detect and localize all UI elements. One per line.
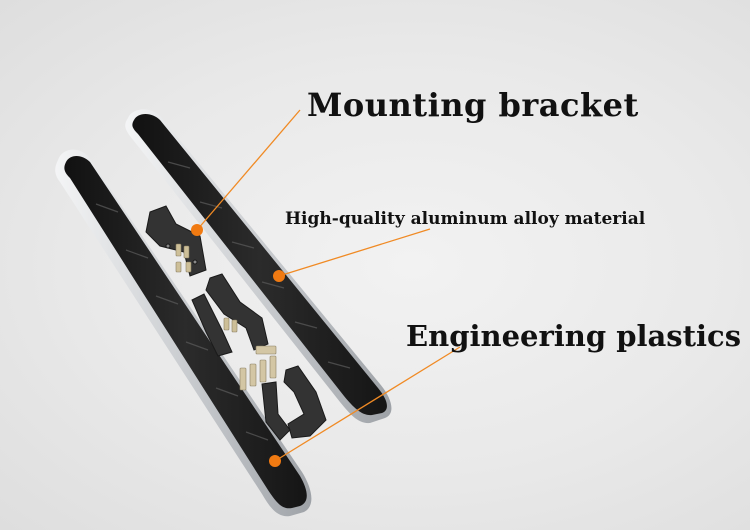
bolt-group-1 xyxy=(175,243,192,273)
bolt-group-2 xyxy=(223,317,238,333)
leader-lines xyxy=(196,109,461,462)
bolt-group-3 xyxy=(239,345,277,391)
plastics-dot xyxy=(269,455,281,467)
mounting-bracket-1 xyxy=(145,205,207,277)
aluminum-alloy-label: High-quality aluminum alloy material xyxy=(285,209,646,229)
mounting-bracket-label: Mounting bracket xyxy=(307,86,639,124)
engineering-plastics-label: Engineering plastics xyxy=(406,319,742,353)
mounting-bracket-3 xyxy=(261,365,327,441)
running-board-back xyxy=(125,109,392,424)
running-board-front xyxy=(55,149,312,517)
aluminum-dot xyxy=(273,270,285,282)
mounting-bracket-dot xyxy=(191,224,203,236)
